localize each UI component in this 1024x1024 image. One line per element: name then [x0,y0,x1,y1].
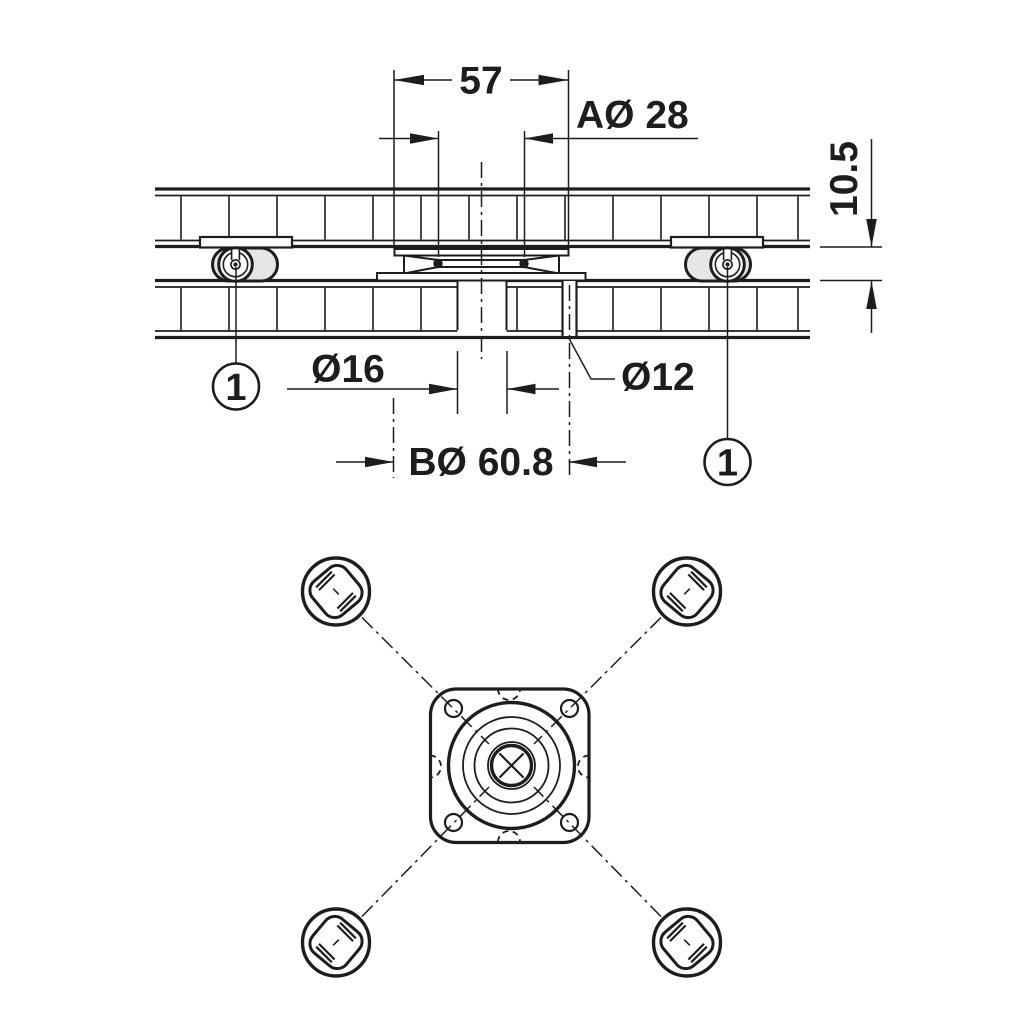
center-socket [489,743,534,788]
pivot-right [519,258,529,269]
dim-bore-label: Ø16 [311,348,385,391]
diagonal-centerlines [361,616,662,918]
dimension-57: 57 [393,60,570,249]
panel-lower-ribs [180,288,799,330]
dim-b-label: BØ 60.8 [408,441,553,484]
balloon-left-label: 1 [225,367,246,409]
screw-hole-top-left [443,698,464,719]
hidden-notch-left [429,754,442,779]
fastener-top-left [300,556,372,627]
hidden-notch-top [497,688,521,701]
panel-lower [155,278,810,340]
balloon-right-circle [703,437,752,487]
dimension-b-diameter: BØ 60.8 [336,441,626,484]
balloon-item-right: 1 [703,267,752,487]
plan-view [300,556,723,978]
dim-gap-label: 10.5 [823,141,866,217]
dimension-bore-16: Ø16 [287,348,559,414]
roller-right-plate [669,235,765,249]
fastener-bottom-left [300,907,372,978]
section-view: 57 AØ 28 [155,60,882,487]
roller-right [669,235,765,283]
dimension-a-diameter: AØ 28 [379,94,698,257]
dimension-gap-10-5: 10.5 [820,139,882,333]
flange-circle [446,700,577,831]
dimension-spigot-12: Ø12 [567,336,695,399]
screw-hole-bottom-right [559,812,580,833]
hidden-notch-bottom [497,830,521,843]
fastener-top-right [651,556,723,627]
fastener-bottom-right [651,907,723,978]
pivot-left [433,258,443,269]
dim-a-label: AØ 28 [576,94,689,137]
balloon-item-left: 1 [211,267,261,411]
roller-left [198,235,294,283]
mounting-plate [428,687,591,845]
dim-spigot-label: Ø12 [621,356,695,399]
balloon-right-label: 1 [717,443,738,485]
balloon-left-circle [211,362,261,411]
panel-upper-ribs [180,196,799,240]
screw-hole-bottom-left [443,812,464,833]
screw-hole-top-right [559,698,580,719]
hidden-notch-right [577,754,590,779]
roller-left-plate [198,235,294,249]
dim-57-label: 57 [459,60,502,103]
